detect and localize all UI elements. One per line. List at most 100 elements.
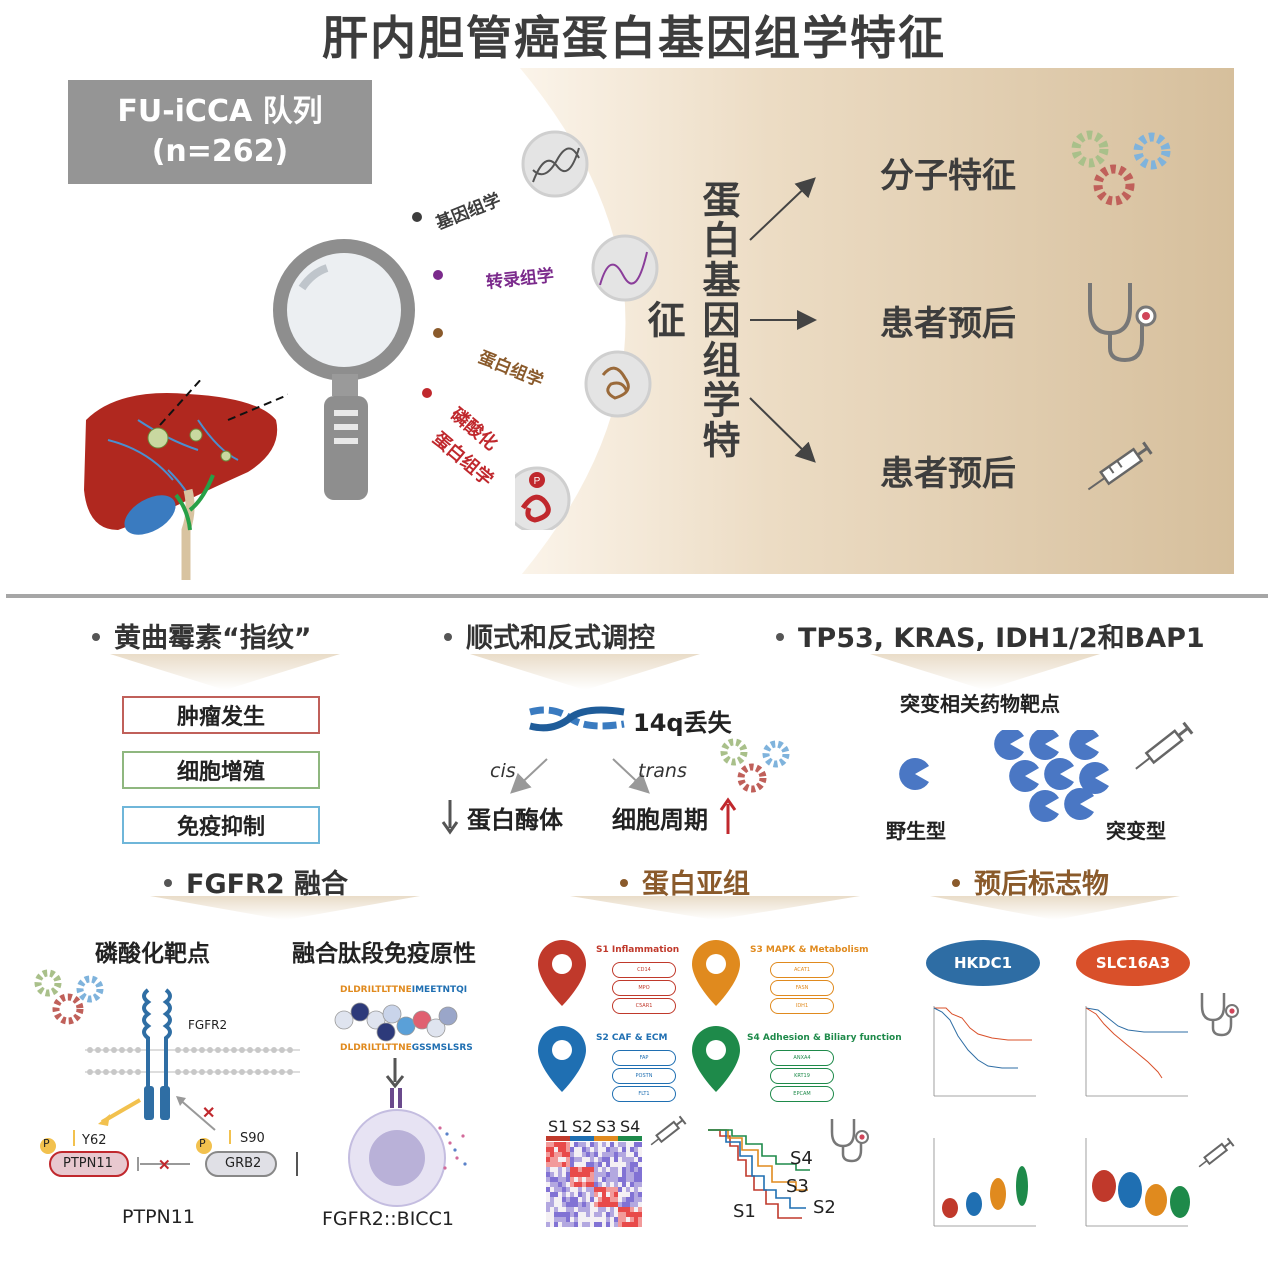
survival-curve-icon [708,1129,810,1219]
rna-icon [591,234,659,302]
phosphoprotein-icon: P [515,466,571,530]
cell-cycle-label: 细胞周期 [612,806,708,834]
feature-arrows [749,177,817,463]
proteasome-label: 蛋白酶体 [467,806,563,834]
marker-pill: C5AR1 [612,998,676,1014]
feature-prognosis-1: 患者预后 [880,304,1016,344]
pacman-proteins-icon [899,730,1109,822]
protein-icon [584,350,652,418]
marker-pill: IDH1 [770,998,834,1014]
marker-pill: CD14 [612,962,676,978]
phospho-target-title: 磷酸化靶点 [95,941,210,967]
y62-label: Y62 [82,1133,107,1148]
subgroup-s3-label: S3 MAPK & Metabolism [750,945,869,955]
svg-text:✕: ✕ [158,1157,171,1174]
marker-pill: MPO [612,980,676,996]
gear-icon [720,738,790,793]
marker-pill: FAP [612,1050,676,1066]
subgroup-s2-label: S2 CAF & ECM [596,1033,668,1043]
ptpn11-caption: PTPN11 [122,1206,195,1228]
violin-plot-icon [1085,1138,1190,1227]
section-subgroups-title: 蛋白亚组 [620,862,750,901]
box-proliferation: 细胞增殖 [122,751,320,789]
section-fgfr2-title: FGFR2 融合 [164,862,348,901]
s90-label: S90 [240,1131,265,1146]
box-tumorigenesis: 肿瘤发生 [122,696,320,734]
heatmap-col-s4: S4 [620,1117,641,1136]
location-pin-icons [538,940,740,1092]
fusion-immunogenicity-title: 融合肽段免疫原性 [292,941,476,967]
marker-pill: EPCAM [770,1086,834,1102]
km-label-s4: S4 [790,1148,813,1169]
wildtype-label: 野生型 [886,819,946,843]
syringe-icon [650,1115,687,1146]
dna-icon [521,130,589,198]
fgfr2-signaling-diagram: ✕ ✕ [40,988,300,1177]
heatmap-col-s3: S3 [596,1117,617,1136]
heatmap-col-s2: S2 [572,1117,593,1136]
omics-panel-background [520,68,1234,574]
fgfr2-label: FGFR2 [188,1018,228,1032]
biomarker-slc16a3: SLC16A3 [1076,940,1190,986]
syringe-icon [1087,441,1153,491]
feature-prognosis-2: 患者预后 [880,454,1016,494]
location-pin-icon-s1 [538,940,586,1006]
location-pin-icon-s3 [692,940,740,1006]
location-pin-icon-s4 [692,1026,740,1092]
marker-pill: FLT1 [612,1086,676,1102]
loss-14q-label: 14q丢失 [633,709,732,737]
p-label-ptpn11: P [43,1137,50,1150]
up-arrow-icon [719,797,737,834]
violin-plot-icon [933,1138,1036,1227]
vertical-title: 蛋白基因组学特征 [641,180,740,460]
feature-molecular: 分子特征 [880,156,1016,196]
subgroup-s1-label: S1 Inflammation [596,945,680,955]
cohort-name: FU-iCCA 队列 [117,94,323,129]
gear-icon [34,969,104,1025]
subgroup-s4-label: S4 Adhesion & Biliary function [747,1033,902,1043]
liver-icon [84,380,288,580]
section-regulation-title: 顺式和反式调控 [444,616,655,655]
fusion-peptide-seq-2: DLDRILTLTTNEGSSMSLSRS [340,1043,473,1053]
omics-circles: P [515,130,659,530]
ptpn11-box-label: PTPN11 [63,1156,113,1171]
marker-pill: ACAT1 [770,962,834,978]
biomarker-hkdc1: HKDC1 [926,940,1040,986]
p-label-grb2: P [199,1137,206,1150]
survival-curve-icon [933,1006,1036,1097]
trans-label: trans [638,760,687,782]
mutant-label: 突变型 [1106,819,1166,843]
stethoscope-icon [830,1119,869,1163]
grb2-box-label: GRB2 [225,1156,262,1171]
cohort-box: FU-iCCA 队列 (n=262) [68,80,372,184]
cis-label: cis [490,760,516,782]
survival-curve-icon [1085,1006,1188,1097]
omics-dots [412,212,443,398]
cell-icon [348,1058,467,1207]
stethoscope-icon [1200,993,1239,1037]
heatmap-col-s1: S1 [548,1117,569,1136]
marker-pill: KRT19 [770,1068,834,1084]
marker-pill: FASN [770,980,834,996]
svg-text:✕: ✕ [202,1105,215,1122]
gear-icon [1071,130,1171,206]
heading-fades [110,654,1180,920]
section-mutations-title: TP53, KRAS, IDH1/2和BAP1 [776,616,1205,655]
marker-pill: ANXA4 [770,1050,834,1066]
heatmap-icon [546,1136,642,1227]
regulation-arrows [510,758,650,794]
box-immunosuppression: 免疫抑制 [122,806,320,844]
syringe-icon [1135,721,1194,770]
mutation-drug-target-label: 突变相关药物靶点 [900,692,1060,716]
peptide-hla-icon [334,1002,458,1042]
page-title: 肝内胆管癌蛋白基因组学特征 [322,11,946,65]
fgfr2-bicc1-caption: FGFR2::BICC1 [322,1208,454,1230]
section-divider [6,594,1268,598]
down-arrow-icon [441,800,459,835]
chromosome-icon [529,706,625,732]
km-label-s2: S2 [813,1197,836,1218]
cohort-size: (n=262) [151,134,289,169]
syringe-icon [1198,1137,1235,1168]
svg-text:P: P [534,476,541,487]
marker-pill: POSTN [612,1068,676,1084]
